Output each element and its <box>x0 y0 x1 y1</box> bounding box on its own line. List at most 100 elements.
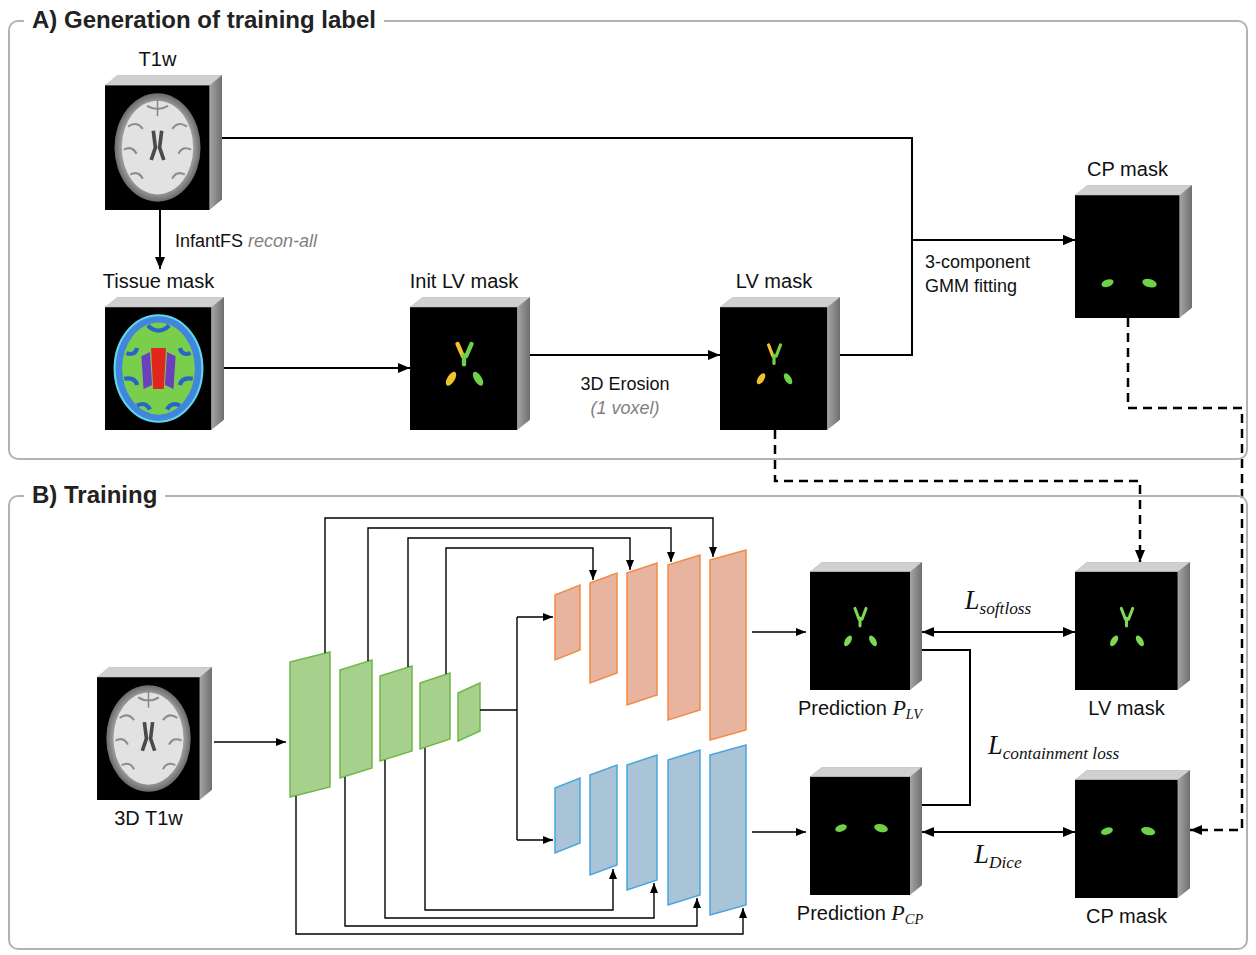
volume-label: Prediction PCP <box>797 901 923 931</box>
volume-label: LV mask <box>736 269 812 293</box>
encoder-layer <box>420 673 450 749</box>
text-run: LV mask <box>1088 697 1164 719</box>
skip-connection <box>345 777 697 926</box>
connector <box>922 650 970 805</box>
text-run: softloss <box>979 599 1031 618</box>
text-run: CP mask <box>1086 905 1167 927</box>
loss-label: Lsoftloss <box>962 586 1035 623</box>
text-run: L <box>965 585 980 615</box>
lv-decoder <box>555 550 746 740</box>
panel-title: B) Training <box>24 481 165 509</box>
encoder-layer <box>380 666 412 761</box>
text-run: CP <box>905 911 923 927</box>
volume-label: Init LV mask <box>410 269 519 293</box>
image-volume: Prediction PCP <box>810 767 922 895</box>
text-run: P <box>892 695 905 720</box>
branch-arrow <box>517 616 553 617</box>
image-volume: LV mask <box>720 269 840 430</box>
text-run: Prediction <box>798 697 893 719</box>
volume-label: CP mask <box>1086 904 1167 928</box>
connector <box>159 210 161 269</box>
t1w-image <box>114 93 200 201</box>
panel-title: A) Generation of training label <box>24 6 384 34</box>
branch-arrow <box>517 839 553 840</box>
text-run: 3-component <box>925 250 1030 274</box>
skip-connection <box>408 538 630 667</box>
encoder-layer <box>340 660 372 778</box>
connector <box>922 631 1075 633</box>
text-run: GMM fitting <box>925 274 1030 298</box>
decoder-layer <box>555 778 580 853</box>
decoder-layer <box>710 550 746 740</box>
volume-cube <box>97 667 212 800</box>
skip-connection <box>446 548 593 674</box>
output-arrow <box>752 631 806 632</box>
mask-image <box>444 344 486 387</box>
decoder-layer <box>590 573 617 683</box>
volume-label: 3D T1w <box>114 806 183 830</box>
text-run: 3D T1w <box>114 807 183 829</box>
connector <box>530 354 720 356</box>
text-run: A) Generation of training label <box>32 6 376 33</box>
image-volume: Prediction PLV <box>810 562 922 690</box>
text-run: Dice <box>989 853 1022 872</box>
text-run: Tissue mask <box>103 270 215 292</box>
mask-image <box>1108 608 1145 647</box>
volume-cube <box>1075 770 1190 898</box>
volume-cube <box>1075 562 1190 690</box>
volume-cube <box>105 75 222 210</box>
volume-cube <box>810 767 922 895</box>
mask-image <box>755 345 794 386</box>
t1w-image <box>106 685 190 792</box>
output-arrow <box>752 831 806 832</box>
text-run: L <box>974 839 989 869</box>
encoder-layer <box>290 652 330 797</box>
connector <box>922 831 1075 833</box>
mask-image <box>834 823 889 834</box>
text-run: L <box>988 730 1003 760</box>
panel-frame: B) Training3D T1wPrediction PLVLV maskPr… <box>8 495 1248 950</box>
volume-cube <box>720 297 840 430</box>
text-run: T1w <box>139 48 177 70</box>
image-volume: 3D T1w <box>97 667 212 800</box>
skip-connection <box>296 796 743 934</box>
text-run: InfantFS <box>175 231 248 251</box>
volume-cube <box>810 562 922 690</box>
image-volume: T1w <box>105 47 222 210</box>
volume-cube <box>410 297 530 430</box>
loss-label: Lcontainment loss <box>985 731 1122 768</box>
volume-label: Prediction PLV <box>798 696 922 726</box>
text-run: 3D Erosion <box>580 372 669 396</box>
text-run: B) Training <box>32 481 157 508</box>
text-run: containment loss <box>1003 744 1120 763</box>
bottleneck-line <box>480 617 517 840</box>
text-run: Init LV mask <box>410 270 519 292</box>
image-volume: CP mask <box>1075 157 1192 318</box>
connector <box>222 138 1075 240</box>
text-run: (1 voxel) <box>580 396 669 420</box>
step-label: 3D Erosion (1 voxel) <box>577 372 672 420</box>
decoder-layer <box>668 750 700 905</box>
step-label: InfantFS recon-all <box>172 229 320 253</box>
encoder-layer <box>458 683 480 741</box>
image-volume: CP mask <box>1075 770 1190 898</box>
mask-image <box>1100 826 1156 837</box>
volume-cube <box>105 297 224 430</box>
mask-image <box>842 608 878 647</box>
text-run: recon-all <box>248 231 317 251</box>
text-run: Prediction <box>797 902 892 924</box>
network-wiring <box>214 518 806 934</box>
cp-decoder <box>555 745 746 915</box>
loss-label: LDice <box>971 840 1024 877</box>
volume-label: CP mask <box>1087 157 1168 181</box>
volume-label: LV mask <box>1088 696 1164 720</box>
image-volume: LV mask <box>1075 562 1190 690</box>
tissue-image <box>115 315 203 422</box>
decoder-layer <box>668 555 700 720</box>
connector <box>224 367 410 369</box>
volume-label: Tissue mask <box>103 269 215 293</box>
input-arrow <box>214 741 286 742</box>
